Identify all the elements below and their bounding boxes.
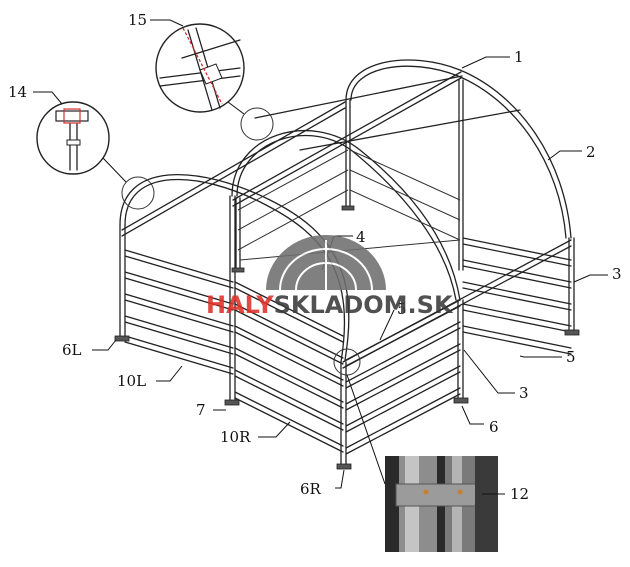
callout-5-right: 5	[566, 348, 576, 366]
callout-6R: 6R	[300, 480, 322, 498]
detail-marker-15	[240, 107, 274, 141]
watermark-logo: HALYSKLADOM.SK	[206, 235, 454, 319]
callout-6: 6	[489, 418, 499, 436]
callout-7: 7	[196, 401, 206, 419]
callout-5-inner: 5	[397, 300, 407, 318]
callout-2: 2	[586, 143, 596, 161]
callout-15: 15	[128, 11, 147, 29]
callout-3-front: 3	[519, 384, 529, 402]
callout-10L: 10L	[117, 372, 146, 390]
shelter-frame	[114, 59, 580, 470]
detail-marker-14	[121, 176, 155, 210]
callout-14: 14	[8, 83, 27, 101]
callout-labels: 1 2 3 3 4 5 5 6 6L 6R 7 10L 10R 12 14 15	[8, 11, 622, 503]
svg-text:HALYSKLADOM.SK: HALYSKLADOM.SK	[206, 291, 454, 319]
watermark-text-red: HALY	[206, 291, 274, 319]
detail-inset-14	[36, 101, 127, 183]
watermark-text-dark: SKLADOM.SK	[274, 291, 454, 319]
detail-inset-15	[155, 23, 245, 115]
callout-12: 12	[510, 485, 529, 503]
callout-1: 1	[514, 48, 524, 66]
callout-4: 4	[356, 228, 366, 246]
callout-6L: 6L	[62, 341, 82, 359]
detail-photo-12	[385, 456, 498, 552]
callout-10R: 10R	[220, 428, 251, 446]
callout-3-right: 3	[612, 265, 622, 283]
